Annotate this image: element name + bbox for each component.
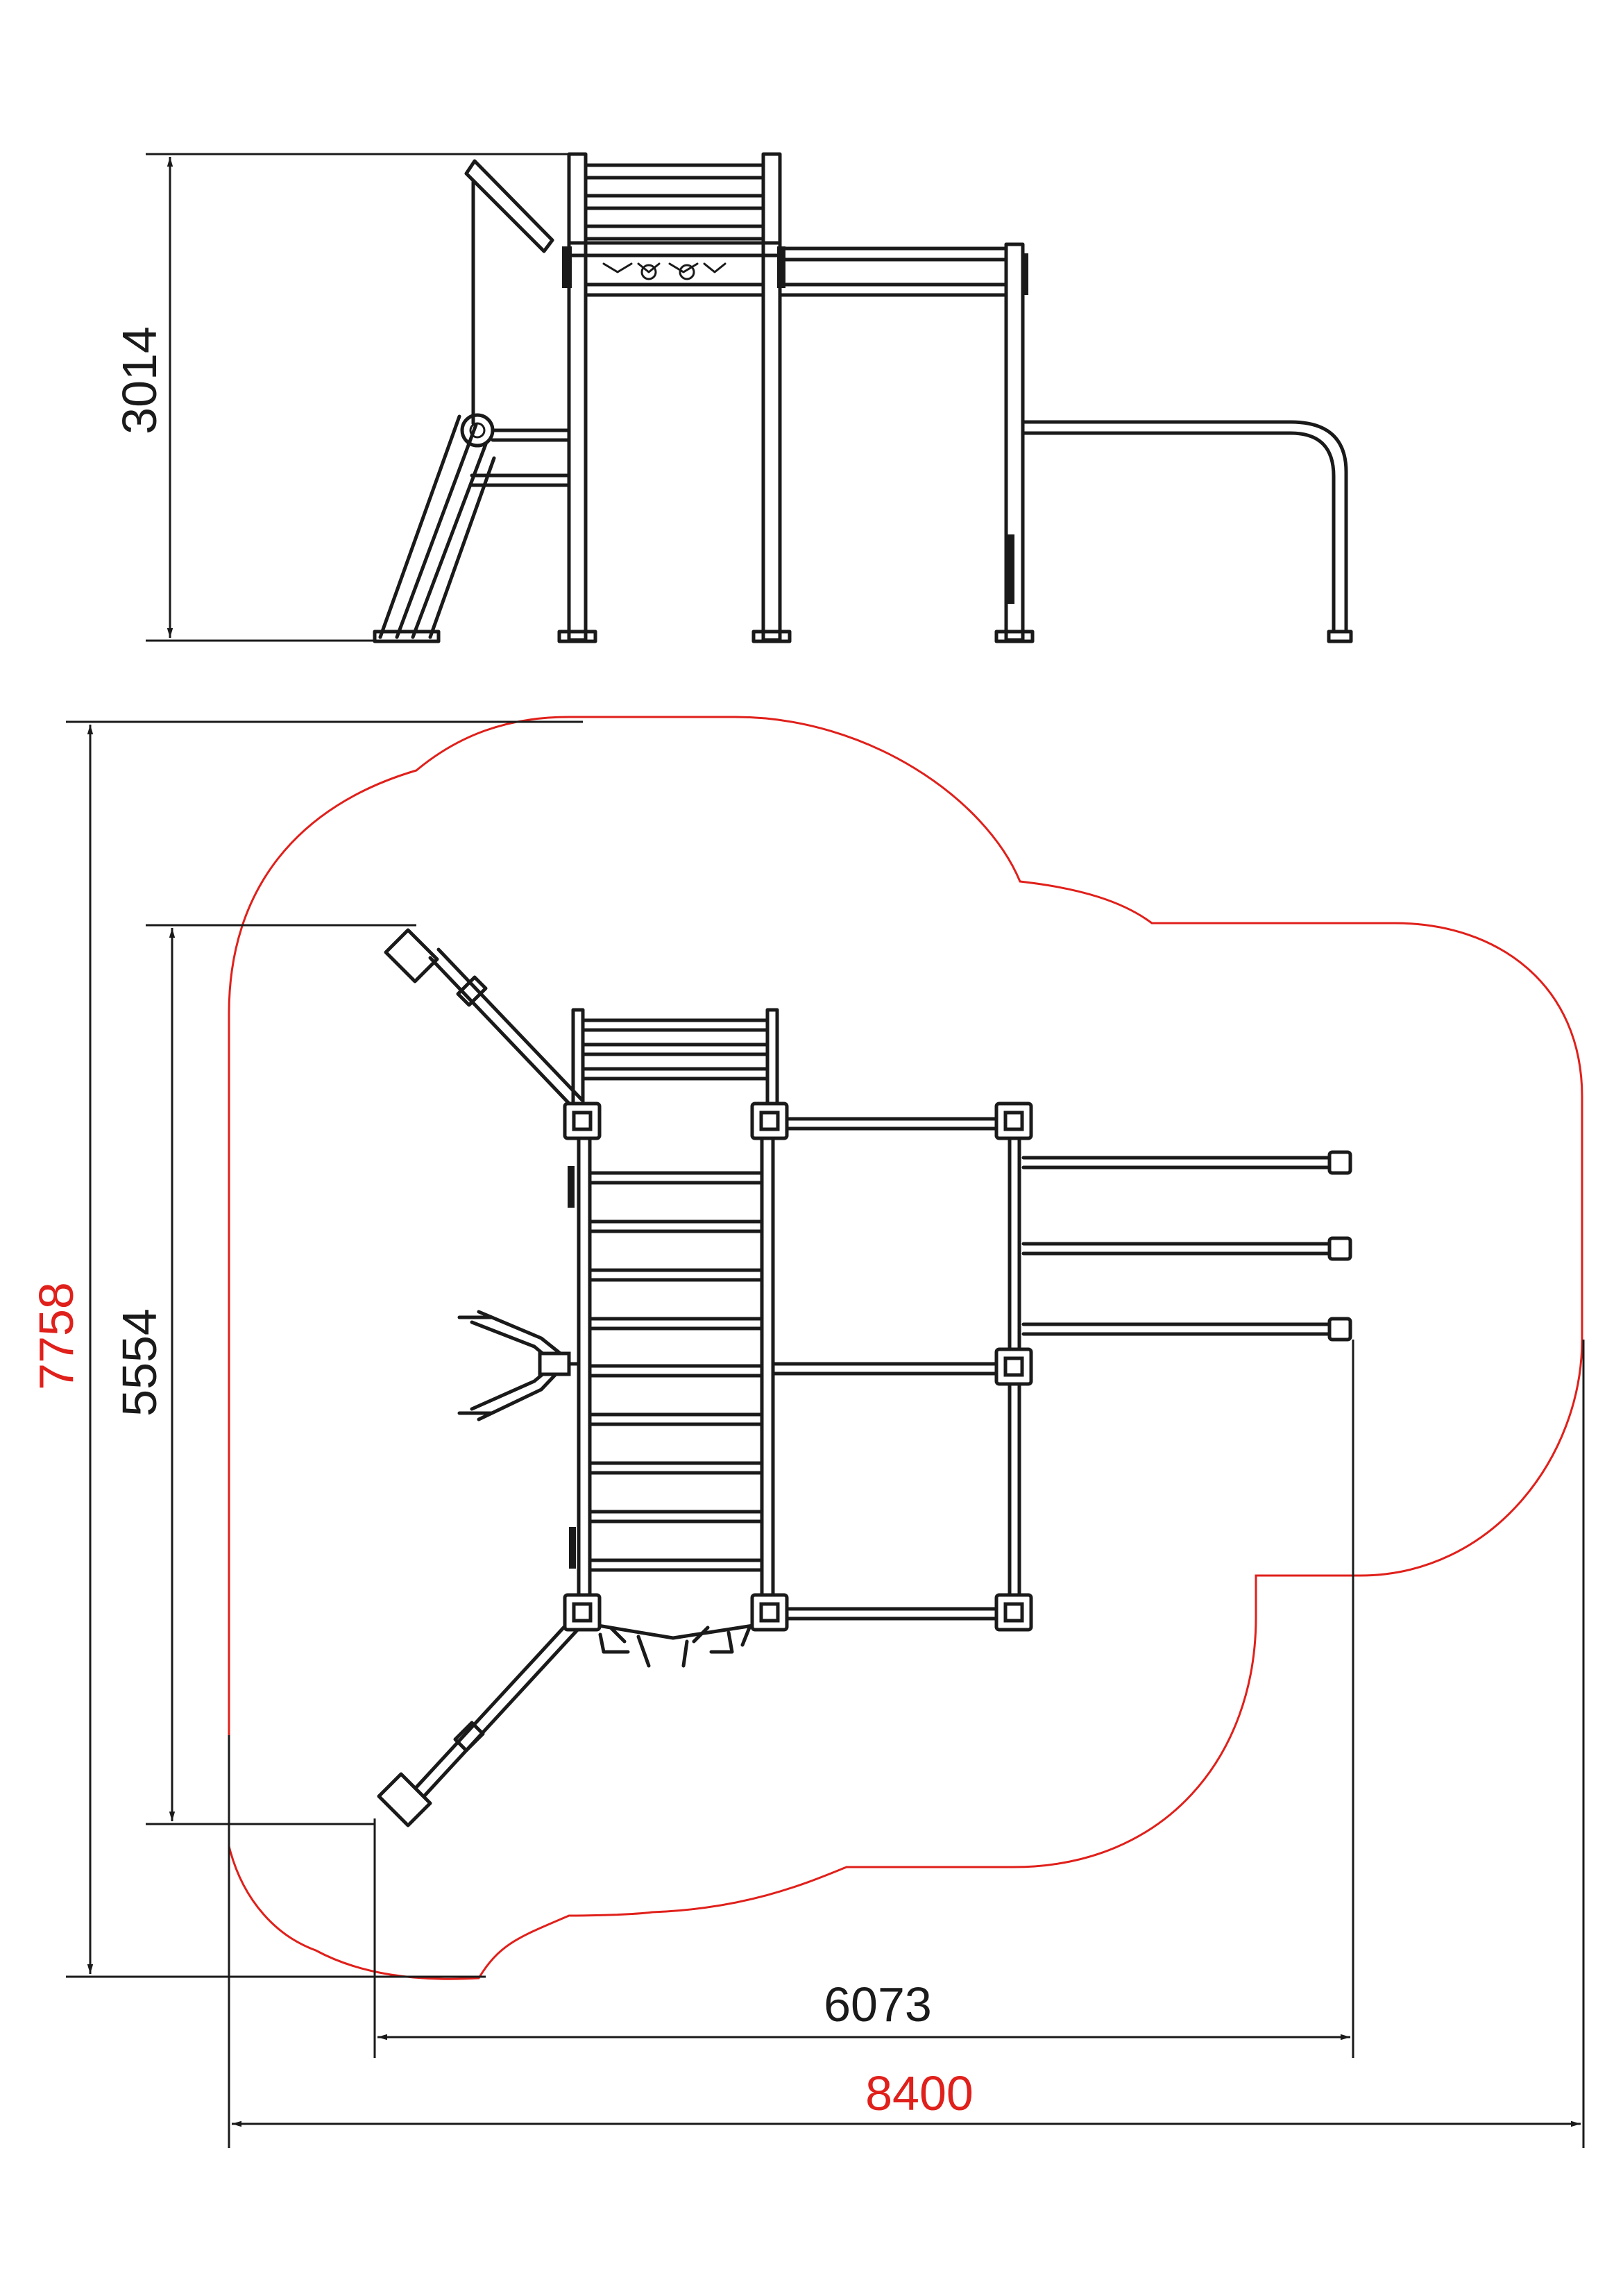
zone-width-label: 8400 <box>865 2066 974 2120</box>
plan-diagonal-arm-top <box>384 928 584 1110</box>
plan-ladder-top <box>571 1008 779 1116</box>
ladder-tower <box>557 152 792 643</box>
plan-side-handle <box>457 1310 581 1421</box>
plan-view: 7758 5554 6073 8400 <box>29 716 1585 2148</box>
inclined-ladder <box>373 159 571 643</box>
zone-depth-dimension: 7758 <box>29 720 583 1978</box>
zone-width-dimension: 8400 <box>228 1340 1585 2148</box>
overhead-frame <box>778 242 1035 643</box>
plan-parallel-bars <box>1021 1150 1352 1342</box>
plan-frame-bars <box>771 1117 1021 1621</box>
plan-diagonal-arm-bottom <box>377 1615 584 1827</box>
height-dimension: 3014 <box>112 153 569 642</box>
inner-width-dimension: 6073 <box>373 1340 1354 2058</box>
plan-bottom-handles <box>588 1622 764 1668</box>
safety-zone-outline <box>228 716 1583 1980</box>
inner-width-label: 6073 <box>824 1977 932 2032</box>
plan-main-ladder <box>568 1112 775 1609</box>
parallel-bar <box>1021 420 1353 643</box>
inner-depth-dimension: 5554 <box>112 924 416 1825</box>
inner-depth-label: 5554 <box>112 1308 167 1417</box>
plan-post-plates <box>563 1101 1033 1632</box>
side-elevation-view: 3014 <box>112 152 1353 643</box>
height-dimension-label: 3014 <box>112 326 167 434</box>
zone-depth-label: 7758 <box>29 1282 83 1390</box>
